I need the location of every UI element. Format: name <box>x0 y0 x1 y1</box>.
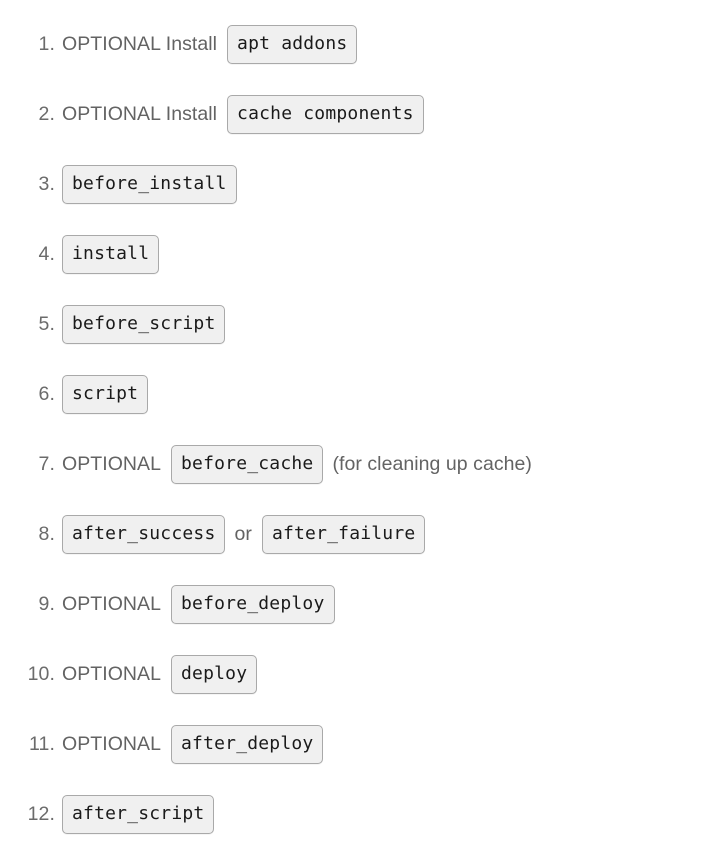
list-item-number: 3. <box>38 172 55 195</box>
list-item-number: 10. <box>27 662 55 685</box>
list-item: 7. OPTIONAL before_cache (for cleaning up c… <box>0 429 716 499</box>
list-item: 8. after_success or after_failure <box>0 499 716 569</box>
label-text: OPTIONAL Install <box>62 32 218 55</box>
label-text: OPTIONAL Install <box>62 102 218 125</box>
label-text: OPTIONAL <box>62 592 162 615</box>
label-text: or <box>234 522 252 545</box>
list-item-number: 12. <box>27 802 55 825</box>
list-item-number: 4. <box>38 242 55 265</box>
list-item: 1. OPTIONAL Install apt addons <box>0 9 716 79</box>
code-token[interactable]: before_deploy <box>171 584 335 624</box>
list-item-number: 1. <box>38 32 55 55</box>
list-item: 6. script <box>0 359 716 429</box>
list-item-content: after_success or after_failure <box>62 514 426 554</box>
label-text: OPTIONAL <box>62 732 162 755</box>
list-item-content: OPTIONAL after_deploy <box>62 724 324 764</box>
label-text: (for cleaning up cache) <box>332 452 532 475</box>
code-token[interactable]: after_deploy <box>171 724 324 764</box>
list-item: 3. before_install <box>0 149 716 219</box>
list-item: 2. OPTIONAL Install cache components <box>0 79 716 149</box>
list-item-content: before_script <box>62 304 226 344</box>
code-token[interactable]: script <box>62 374 149 414</box>
list-item: 4. install <box>0 219 716 289</box>
code-token[interactable]: after_success <box>62 514 226 554</box>
list-item: 5. before_script <box>0 289 716 359</box>
label-text: OPTIONAL <box>62 452 162 475</box>
list-item-number: 8. <box>38 522 55 545</box>
list-item-content: OPTIONAL before_cache (for cleaning up cac… <box>62 444 532 484</box>
code-token[interactable]: before_install <box>62 164 237 204</box>
list-item-number: 11. <box>29 732 55 755</box>
code-token[interactable]: cache components <box>227 94 424 134</box>
list-item-number: 2. <box>38 102 55 125</box>
list-item-content: OPTIONAL Install cache components <box>62 94 424 134</box>
list-item-content: OPTIONAL Install apt addons <box>62 24 358 64</box>
build-lifecycle-list: 1. OPTIONAL Install apt addons 2. OPTIONAL I… <box>0 9 716 849</box>
list-item: 11. OPTIONAL after_deploy <box>0 709 716 779</box>
list-item-number: 6. <box>38 382 55 405</box>
list-item: 12. after_script <box>0 779 716 849</box>
list-item-content: install <box>62 234 160 274</box>
list-item: 10. OPTIONAL deploy <box>0 639 716 709</box>
list-item-content: script <box>62 374 149 414</box>
code-token[interactable]: apt addons <box>227 24 358 64</box>
list-item: 9. OPTIONAL before_deploy <box>0 569 716 639</box>
list-item-content: after_script <box>62 794 215 834</box>
list-item-content: OPTIONAL deploy <box>62 654 258 694</box>
list-item-content: before_install <box>62 164 237 204</box>
code-token[interactable]: install <box>62 234 160 274</box>
code-token[interactable]: after_failure <box>261 514 426 554</box>
code-token[interactable]: before_cache <box>171 444 324 484</box>
code-token[interactable]: after_script <box>62 794 215 834</box>
code-token[interactable]: deploy <box>171 654 258 694</box>
list-item-number: 9. <box>38 592 55 615</box>
code-token[interactable]: before_script <box>62 304 226 344</box>
label-text: OPTIONAL <box>62 662 162 685</box>
list-item-content: OPTIONAL before_deploy <box>62 584 335 624</box>
list-item-number: 7. <box>38 452 55 475</box>
list-item-number: 5. <box>38 312 55 335</box>
